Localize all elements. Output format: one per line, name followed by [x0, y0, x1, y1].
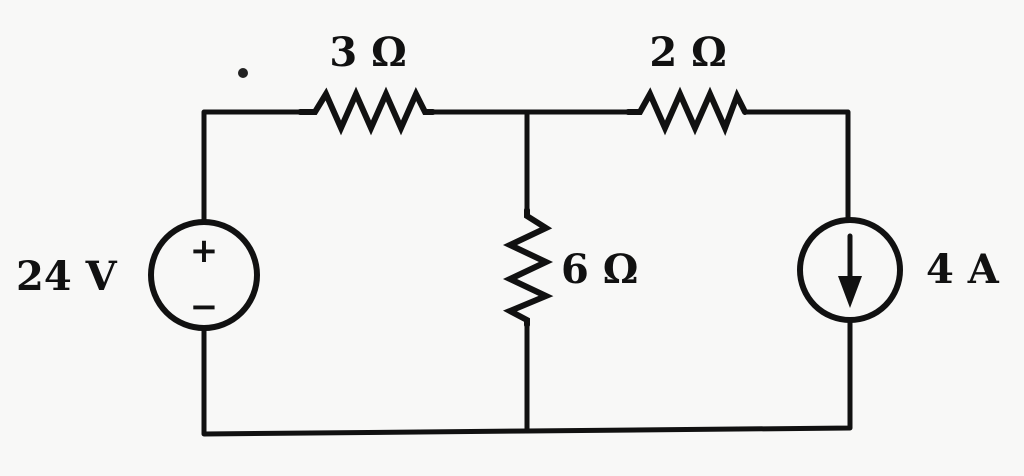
- down-arrow-icon: [838, 276, 862, 308]
- resistor-2-label: 2 Ω: [649, 29, 726, 76]
- resistor-3-ohm: 3 Ω: [297, 29, 436, 136]
- plus-sign: +: [190, 231, 219, 271]
- ink-speck: [238, 68, 248, 78]
- resistor-6-label: 6 Ω: [561, 246, 638, 293]
- resistor-zigzag: [625, 86, 748, 136]
- voltage-source: + − 24 V: [16, 219, 260, 331]
- wire-bottom: [201, 317, 853, 437]
- minus-sign: −: [190, 287, 219, 327]
- wire-top-right: [742, 109, 851, 223]
- voltage-source-circle: [148, 219, 260, 331]
- wire-top-left: [201, 109, 303, 225]
- current-source-label: 4 A: [926, 246, 1000, 293]
- resistor-zigzag: [502, 207, 554, 328]
- current-source: 4 A: [797, 217, 1000, 323]
- resistor-6-ohm: 6 Ω: [502, 207, 638, 328]
- resistor-2-ohm: 2 Ω: [625, 29, 748, 136]
- resistor-3-label: 3 Ω: [329, 29, 406, 76]
- voltage-source-label: 24 V: [16, 253, 118, 300]
- resistor-zigzag: [297, 86, 436, 136]
- wires: [201, 109, 853, 437]
